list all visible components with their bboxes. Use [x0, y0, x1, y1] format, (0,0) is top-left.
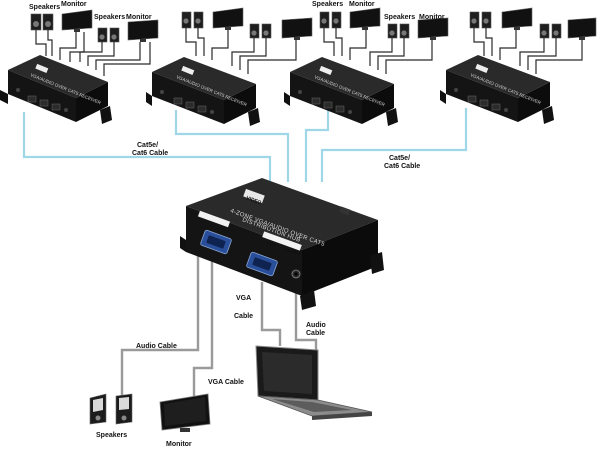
vga-cable-laptop	[260, 282, 282, 346]
laptop-source	[255, 345, 373, 420]
vga-cable-laptop-label-line2: Cable	[234, 313, 253, 320]
audio-cable-laptop-label-line2: Cable	[306, 330, 325, 337]
speakers-label-zone2: Speakers	[94, 14, 125, 21]
speakers-label-zone1: Speakers	[29, 4, 60, 11]
speakers-zone1	[30, 13, 54, 31]
hub-label-strip-left	[197, 210, 231, 228]
cat-cables	[22, 108, 468, 182]
speakers-label-zone3b: Speakers	[384, 14, 415, 21]
cat-cable-label-left-line1: Cat5e/	[137, 142, 158, 149]
cat-cable-label-right-line1: Cat5e/	[389, 155, 410, 162]
monitor-zone1	[61, 9, 93, 32]
monitor-zone2	[127, 19, 159, 42]
receiver-4: VGA/AUDIO OVER CAT5 RECEIVER	[440, 7, 597, 124]
monitor-label-zone2: Monitor	[126, 14, 152, 21]
cat-cable-zone2	[174, 110, 290, 182]
cat-cable-zone3	[304, 110, 330, 182]
receiver-1: Speakers Monitor VGA/AUDIO OVER CAT5 REC…	[0, 1, 112, 124]
local-speakers	[89, 393, 133, 425]
vga-cable-laptop-label-line1: VGA	[236, 295, 251, 302]
local-monitor-label: Monitor	[166, 441, 192, 448]
cat-cable-label-left-line2: Cat6 Cable	[132, 150, 168, 157]
hub-vga-port-2	[246, 251, 278, 277]
hub-port-vga-label: VGA	[265, 240, 278, 249]
distribution-hub: VIDEO 4-ZONE VGA/AUDIO OVER CAT5 DISTRIB…	[180, 178, 384, 310]
speakers-zone2b	[181, 7, 313, 40]
monitor-label-zone3b: Monitor	[419, 14, 445, 21]
cat-cable-zone1	[22, 112, 272, 182]
receiver-box-zone1: VGA/AUDIO OVER CAT5 RECEIVER	[0, 55, 112, 124]
monitor-label-zone1: Monitor	[61, 1, 87, 8]
local-speakers-label: Speakers	[96, 432, 127, 439]
local-monitor	[159, 393, 211, 432]
receiver-box-zone2: VGA/AUDIO OVER CAT5 RECEIVER	[146, 7, 313, 126]
cat-cable-label-right-line2: Cat6 Cable	[384, 163, 420, 170]
audio-cable-laptop-label-line1: Audio	[306, 322, 326, 329]
audio-cable-speakers	[120, 250, 200, 398]
receiver-3: Speakers Monitor Speakers Monitor VGA/AU…	[284, 1, 449, 126]
audio-cable-laptop	[294, 290, 318, 350]
hub-vga-port-1	[200, 229, 232, 255]
receiver-2: Speakers Monitor	[79, 14, 159, 76]
source-cables	[120, 250, 318, 398]
hub-port-audio-label: AUDIO	[283, 246, 300, 257]
monitor-label-zone3: Monitor	[349, 1, 375, 8]
speakers-zone2	[97, 27, 120, 43]
hub-brand: VIDEO	[245, 195, 262, 206]
cat-cable-zone4	[320, 108, 468, 182]
speakers-label-zone3: Speakers	[312, 1, 343, 8]
hub-logo	[243, 188, 265, 204]
vga-cable-monitor	[192, 252, 214, 398]
audio-cable-label: Audio Cable	[136, 343, 177, 350]
hub-label-strip-right	[262, 231, 302, 251]
vga-cable-label: VGA Cable	[208, 379, 244, 386]
